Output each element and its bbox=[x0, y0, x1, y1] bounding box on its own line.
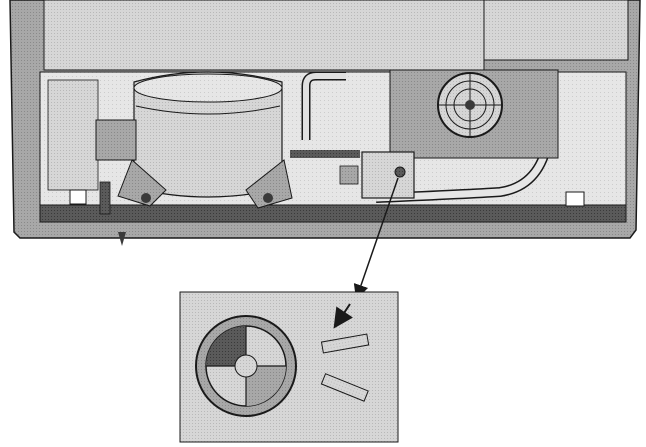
bolt-right bbox=[263, 193, 273, 203]
foot-left bbox=[70, 190, 86, 204]
drain-post bbox=[100, 182, 110, 214]
relay-plug bbox=[395, 167, 405, 177]
drain-spout bbox=[118, 232, 126, 246]
fan-hub bbox=[465, 100, 475, 110]
left-bracket bbox=[48, 80, 98, 190]
relay-cap bbox=[340, 166, 358, 184]
detail-center-hole bbox=[235, 355, 257, 377]
terminal-cover bbox=[96, 120, 136, 160]
foot-right bbox=[566, 192, 584, 206]
wiring-channel bbox=[290, 150, 360, 158]
evaporator-housing bbox=[484, 0, 628, 60]
detail-inset bbox=[180, 292, 398, 442]
compressor-top bbox=[134, 74, 282, 102]
base-rail bbox=[40, 205, 626, 222]
condenser-fan bbox=[390, 70, 558, 158]
relay-box-body bbox=[362, 152, 414, 198]
bolt-left bbox=[141, 193, 151, 203]
top-panel bbox=[44, 0, 484, 70]
